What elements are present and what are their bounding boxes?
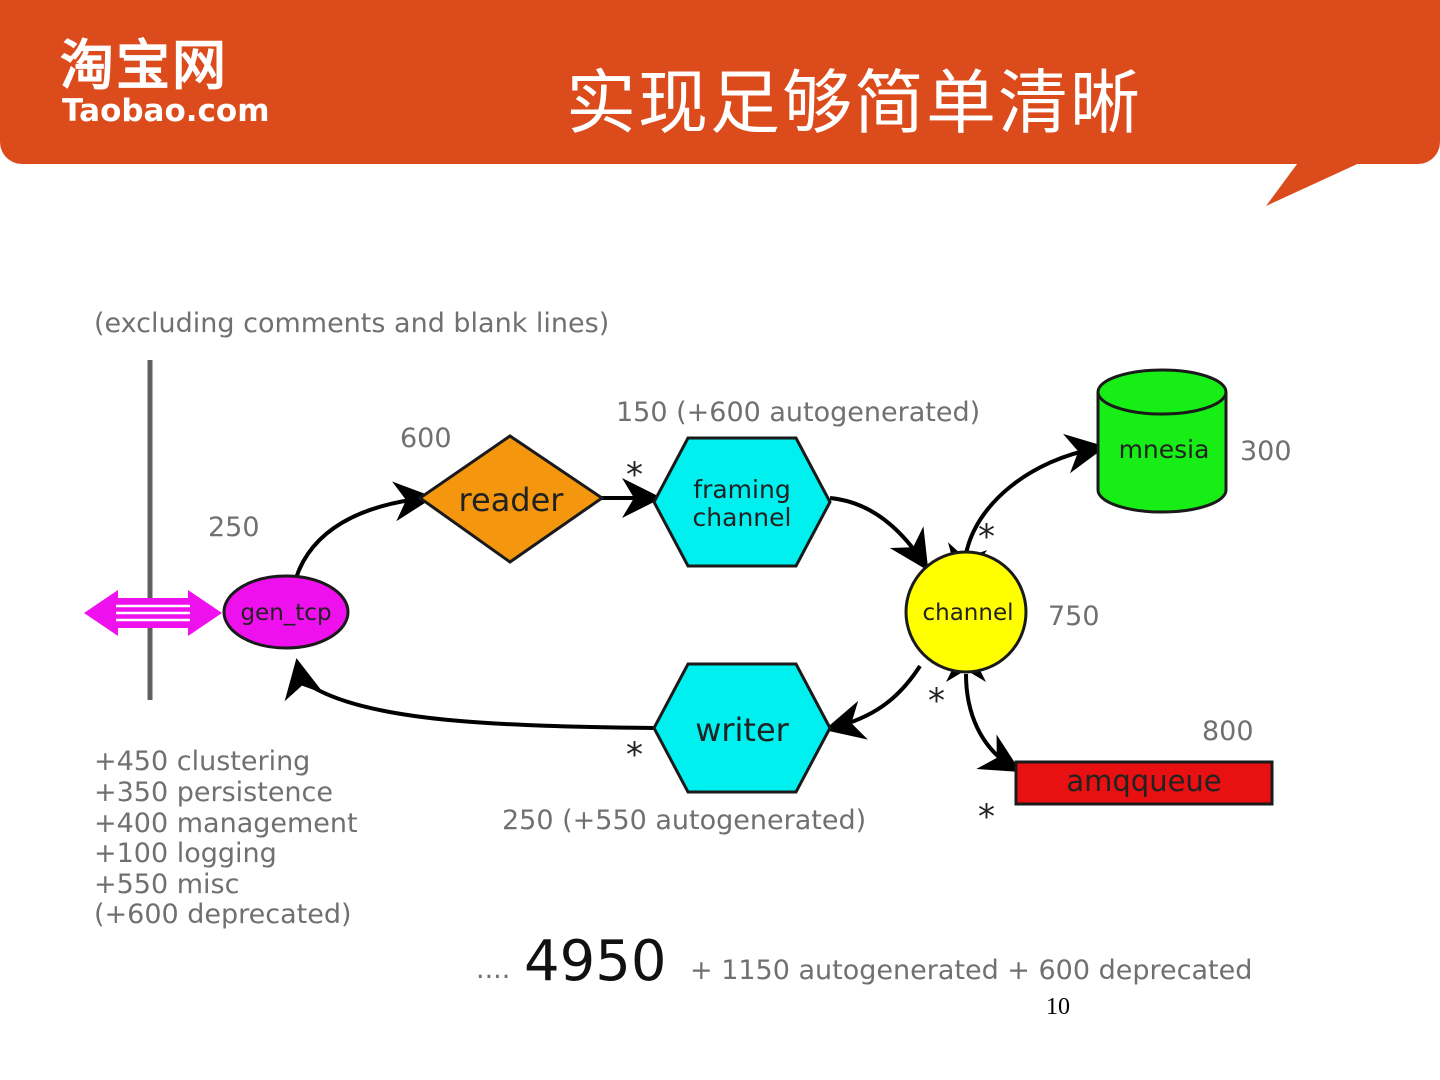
logo-english: Taobao.com (62, 93, 270, 129)
multiplicity-amqqueue: * (978, 797, 995, 837)
node-amqqueue-label: amqqueue (1066, 764, 1221, 798)
node-channel-count: 750 (1048, 601, 1100, 632)
logo-chinese: 淘宝网 (60, 34, 228, 97)
node-channel: channel (904, 550, 1028, 674)
node-writer-count: 250 (+550 autogenerated) (502, 805, 866, 836)
total-prefix: .... (476, 954, 510, 985)
header-banner (0, 0, 1440, 164)
node-amqqueue-count: 800 (1202, 716, 1254, 747)
node-gen-tcp-count: 250 (208, 512, 260, 543)
node-framing-channel-label-2: channel (693, 503, 792, 532)
edge-channel-to-writer (824, 664, 922, 740)
node-framing-channel-label-1: framing (693, 475, 790, 504)
node-reader: reader (417, 434, 605, 564)
edge-gen-tcp-to-reader (294, 481, 434, 579)
node-amqqueue: amqqueue (1014, 760, 1274, 806)
slide-title: 实现足够简单清晰 (566, 62, 1142, 144)
multiplicity-channel-mnesia: * (978, 517, 995, 557)
network-double-arrow (84, 590, 222, 636)
multiplicity-writer: * (626, 735, 643, 775)
extras-item: +450 clustering (94, 746, 310, 777)
multiplicity-framing: * (626, 455, 643, 495)
node-reader-count: 600 (400, 423, 452, 454)
node-gen-tcp-label: gen_tcp (240, 600, 331, 626)
extras-list: +450 clustering +350 persistence +400 ma… (94, 746, 358, 930)
node-framing-channel-count: 150 (+600 autogenerated) (616, 397, 980, 428)
node-channel-label: channel (922, 600, 1013, 626)
edge-framing-to-channel (829, 496, 929, 571)
page-number: 10 (1046, 994, 1070, 1020)
edge-channel-amqqueue (946, 642, 1021, 773)
node-gen-tcp: gen_tcp (222, 574, 350, 650)
extras-item: +350 persistence (94, 777, 333, 808)
total-value: 4950 (524, 929, 667, 994)
total-suffix: + 1150 autogenerated + 600 deprecated (690, 955, 1252, 986)
node-framing-channel: framing channel (652, 436, 832, 568)
node-mnesia-label: mnesia (1119, 435, 1210, 464)
extras-item: +400 management (94, 808, 358, 839)
edge-writer-to-gen-tcp (284, 658, 655, 730)
multiplicity-channel-writer: * (928, 681, 945, 721)
edge-channel-mnesia (947, 433, 1106, 586)
node-mnesia-count: 300 (1240, 436, 1292, 467)
node-reader-label: reader (459, 481, 565, 519)
diagram-note: (excluding comments and blank lines) (94, 308, 609, 339)
node-writer-label: writer (695, 711, 789, 749)
extras-item: (+600 deprecated) (94, 899, 352, 930)
header-tail (1266, 160, 1366, 206)
extras-item: +550 misc (94, 869, 239, 900)
node-writer: writer (652, 662, 832, 794)
node-mnesia: mnesia (1096, 368, 1228, 514)
extras-item: +100 logging (94, 838, 277, 869)
